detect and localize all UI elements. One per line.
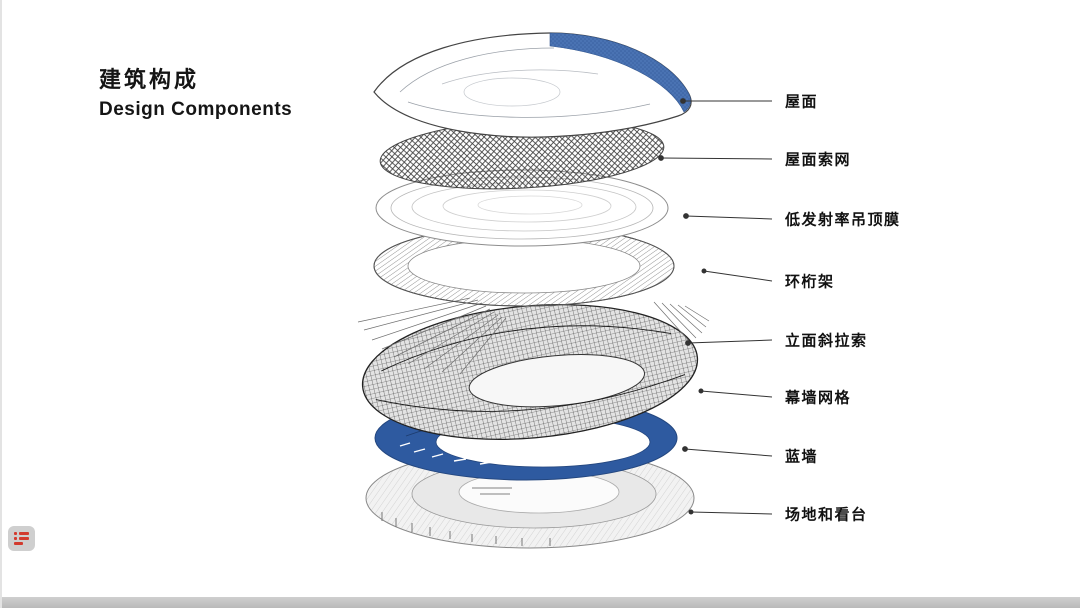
- layer-ring-truss: [373, 225, 675, 307]
- layer-roof: [373, 32, 692, 138]
- layer-ceiling-membrane: [375, 169, 669, 247]
- annotation-menu-button[interactable]: [8, 526, 35, 551]
- title-zh: 建筑构成: [99, 67, 200, 92]
- layer-curtain-wall-grid: [361, 303, 699, 441]
- menu-lines-icon: [14, 532, 29, 545]
- leader-lines: [658, 98, 773, 515]
- page-title: 建筑构成 Design Components: [99, 66, 292, 121]
- window-bottom-edge: [2, 597, 1080, 608]
- title-en: Design Components: [99, 98, 293, 120]
- layer-facade-cables: [357, 297, 710, 375]
